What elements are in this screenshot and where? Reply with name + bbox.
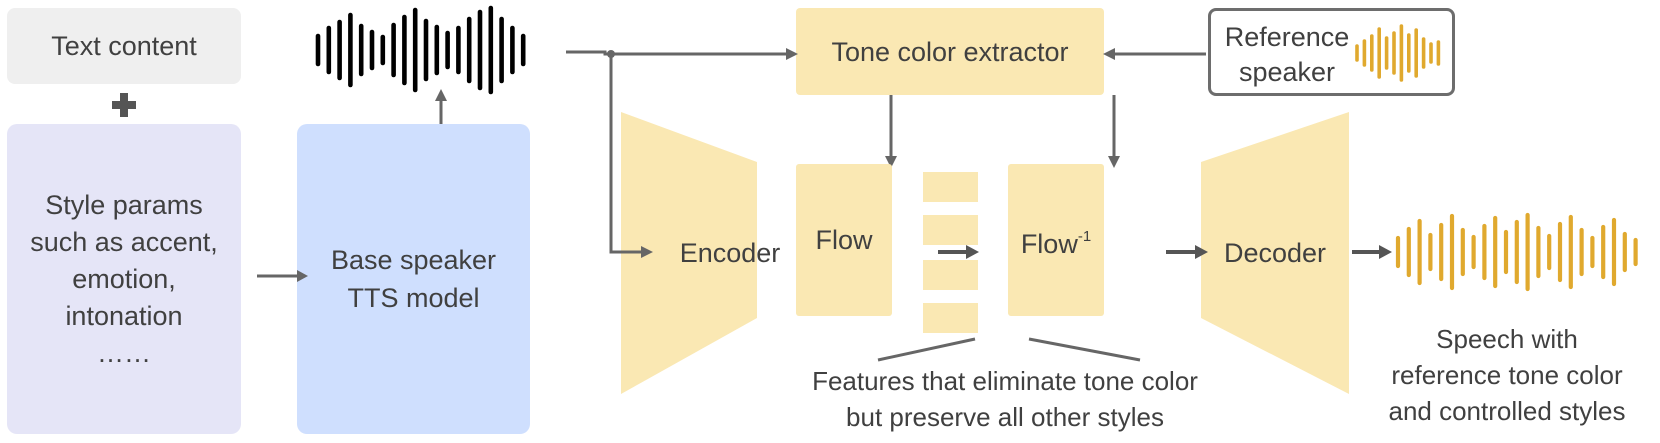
output-caption-line-1: Speech with [1436, 324, 1578, 354]
style-params-line-4: intonation [65, 300, 183, 331]
reference-speaker-line-2: speaker [1238, 57, 1336, 87]
flow-inverse-box: Flow-1 [1008, 164, 1104, 316]
style-params-line-2: such as accent, [30, 226, 218, 257]
plus-icon [112, 93, 136, 117]
waveform-output-icon [1395, 212, 1638, 292]
output-caption-line-3: and controlled styles [1388, 396, 1626, 426]
flow-inverse-label: Flow [1020, 228, 1078, 259]
feature-block [923, 260, 978, 290]
decoder-label: Decoder [1224, 238, 1326, 268]
feature-block [923, 303, 978, 333]
features-caption-line-2: but preserve all other styles [846, 402, 1164, 432]
feature-block [923, 172, 978, 202]
tts-model-line-1: Base speaker [330, 245, 497, 275]
output-caption: Speech with reference tone color and con… [1362, 321, 1652, 429]
flow-label: Flow [815, 225, 873, 255]
features-pointer-left [877, 337, 976, 362]
decoder-shape [1201, 112, 1349, 394]
style-params-box: Style params such as accent, emotion, in… [7, 124, 241, 434]
reference-speaker-line-1: Reference [1224, 22, 1350, 52]
encoder-label: Encoder [680, 238, 781, 268]
features-caption: Features that eliminate tone color but p… [745, 363, 1265, 435]
output-caption-line-2: reference tone color [1391, 360, 1623, 390]
style-params-ellipsis: …… [96, 337, 151, 368]
arrow-waveform-to-extractor [566, 50, 790, 56]
flow-inverse-superscript: -1 [1077, 227, 1092, 245]
style-params-line-3: emotion, [72, 263, 176, 294]
style-params-line-1: Style params [45, 189, 203, 220]
reference-speaker-box: Reference speaker [1208, 8, 1455, 96]
feature-block [923, 215, 978, 245]
encoder-shape [621, 112, 757, 394]
base-speaker-tts-model-box: Base speaker TTS model [297, 124, 530, 434]
text-content-box: Text content [7, 8, 241, 84]
arrow-waveform-to-encoder [609, 54, 645, 254]
tone-color-extractor-box: Tone color extractor [796, 8, 1104, 95]
features-pointer-right [1028, 337, 1141, 362]
text-content-label: Text content [51, 31, 197, 61]
tone-color-extractor-label: Tone color extractor [831, 36, 1069, 67]
flow-box: Flow [796, 164, 892, 316]
tts-model-line-2: TTS model [347, 283, 480, 313]
waveform-base-icon [315, 5, 526, 95]
features-caption-line-1: Features that eliminate tone color [812, 366, 1198, 396]
waveform-reference-icon [1355, 24, 1441, 82]
